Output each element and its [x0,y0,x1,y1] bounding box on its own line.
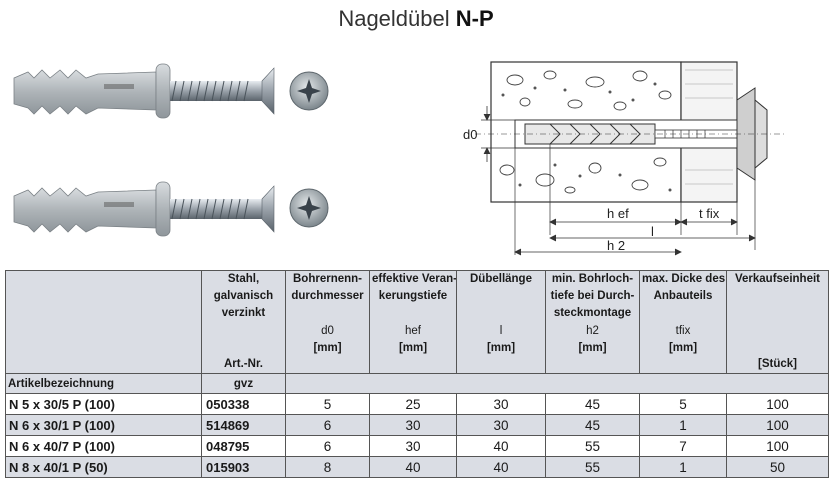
subheader-article-label: Artikelbezeichnung [5,373,202,394]
header-h2: min. Bohrloch- tiefe bei Durch- steckmon… [545,270,640,374]
cell-hef: 40 [369,456,457,478]
subheader-gvz: gvz [201,373,286,394]
cell-hef: 30 [369,414,457,436]
header-text: effektive Veran- [372,273,457,285]
installation-diagram: d0 h ef t fix l h 2 [463,61,785,256]
cell-unit: 100 [726,393,829,415]
cell-art-nr: 050338 [201,393,286,415]
cell-art-nr: 015903 [201,456,286,478]
cell-unit: 100 [726,435,829,457]
dimension-h2 [514,248,682,256]
header-unit: [Stück] [758,358,797,370]
cell-h2: 45 [545,414,640,436]
concrete-dots [501,82,672,192]
table-row: N 8 x 40/1 P (50) 015903 8 40 40 55 1 50 [5,456,829,478]
table-row: N 6 x 40/7 P (100) 048795 6 30 40 55 7 1… [5,435,829,457]
label-tfix: t fix [699,206,720,221]
header-unit: [mm] [486,342,516,354]
header-hef: effektive Veran- kerungstiefe hef [mm] [369,270,457,374]
cell-tfix: 5 [639,393,727,415]
cell-unit: 100 [726,414,829,436]
header-text: Dübellänge [470,273,532,285]
cell-name: N 6 x 30/1 P (100) [5,414,202,436]
label-hef: h ef [607,206,629,221]
cell-l: 40 [456,435,546,457]
header-sales-unit: Verkaufseinheit [Stück] [726,270,829,374]
cell-name: N 8 x 40/1 P (50) [5,456,202,478]
cell-d0: 6 [285,414,370,436]
header-unit: [mm] [578,342,607,354]
cell-d0: 6 [285,435,370,457]
header-text: steckmontage [553,307,632,319]
page-title: Nageldübel N-P [0,6,832,32]
title-main: Nageldübel [338,6,450,31]
cell-l: 30 [456,393,546,415]
table-header-row: Stahl, galvanisch verzinkt Art.-Nr. Bohr… [5,270,829,374]
header-symbol: l [499,325,503,337]
dimension-d0 [481,106,515,162]
cell-tfix: 7 [639,435,727,457]
title-product-code: N-P [455,6,494,31]
header-symbol: tfix [675,325,691,337]
dimension-tfix [680,218,738,226]
anchor-photo-1 [13,63,329,119]
cell-h2: 45 [545,393,640,415]
product-photo [13,63,329,237]
header-text: min. Bohrloch- [551,273,634,285]
header-symbol: hef [405,325,421,337]
cell-d0: 8 [285,456,370,478]
cell-art-nr: 048795 [201,435,286,457]
header-symbol: d0 [321,325,334,337]
label-l: l [651,224,654,239]
header-tfix: max. Dicke des Anbauteils tfix [mm] [639,270,727,374]
header-text: kerungstiefe [378,290,448,302]
table-row: N 6 x 30/1 P (100) 514869 6 30 30 45 1 1… [5,414,829,436]
label-d0: d0 [463,127,477,142]
cell-l: 40 [456,456,546,478]
concrete-aggregate [499,70,672,194]
dimension-l [549,234,756,242]
table-row: N 5 x 30/5 P (100) 050338 5 25 30 45 5 1… [5,393,829,415]
header-blank-cell [5,270,202,374]
cell-name: N 5 x 30/5 P (100) [5,393,202,415]
header-text: durchmesser [291,290,364,302]
header-l: Dübellänge l [mm] [456,270,546,374]
cell-h2: 55 [545,456,640,478]
header-unit: [mm] [313,342,342,354]
cell-hef: 25 [369,393,457,415]
header-text: Anbauteils [653,290,713,302]
header-d0: Bohrernenn- durchmesser d0 [mm] [285,270,370,374]
cell-l: 30 [456,414,546,436]
anchor-photo-2 [13,181,329,237]
cell-unit: 50 [726,456,829,478]
header-symbol: h2 [586,325,599,337]
header-text: Verkaufseinheit [734,273,820,285]
header-text: Stahl, [227,273,260,285]
anchor-body [524,123,656,145]
label-h2: h 2 [607,238,625,253]
header-unit: [mm] [668,342,698,354]
cell-d0: 5 [285,393,370,415]
header-text: max. Dicke des [642,273,726,285]
header-text: tiefe bei Durch- [550,290,635,302]
cell-hef: 30 [369,435,457,457]
cell-art-nr: 514869 [201,414,286,436]
subheader-blank [285,373,829,394]
cell-tfix: 1 [639,456,727,478]
header-art-nr: Stahl, galvanisch verzinkt Art.-Nr. [201,270,286,374]
header-unit: Art.-Nr. [224,358,263,370]
header-text: Bohrernenn- [293,273,362,285]
header-text: galvanisch [213,290,274,302]
cell-h2: 55 [545,435,640,457]
header-text: verzinkt [221,307,266,319]
cell-tfix: 1 [639,414,727,436]
table-subheader-row: Artikelbezeichnung gvz [5,373,829,394]
cell-name: N 6 x 40/7 P (100) [5,435,202,457]
spec-table: Stahl, galvanisch verzinkt Art.-Nr. Bohr… [5,270,829,478]
header-unit: [mm] [398,342,428,354]
